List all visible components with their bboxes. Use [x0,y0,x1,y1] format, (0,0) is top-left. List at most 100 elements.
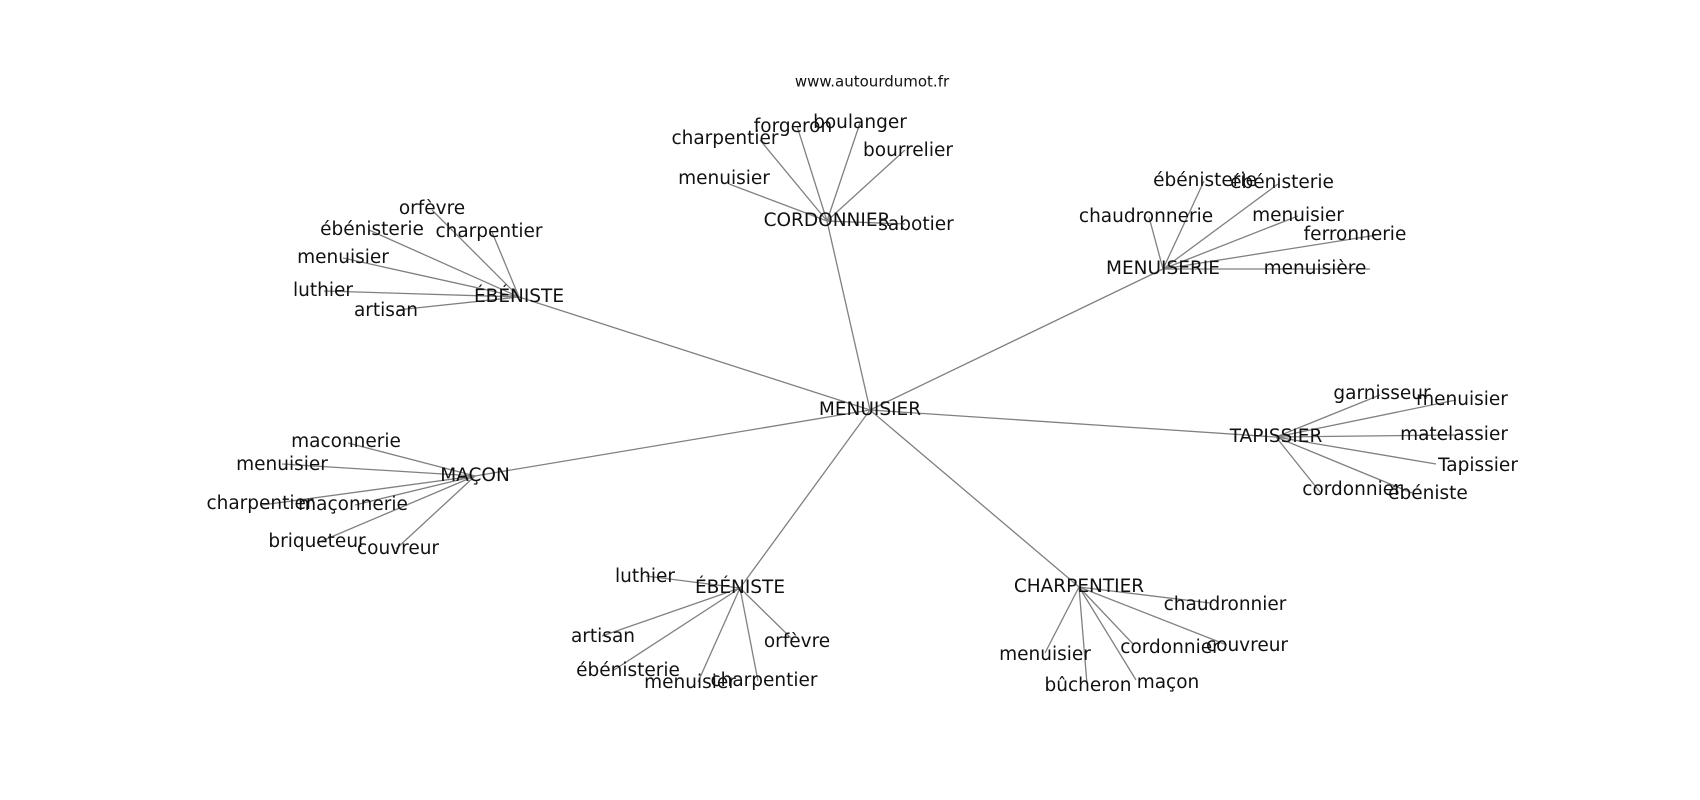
leaf-node-label: garnisseur [1333,383,1431,404]
edge-ebeniste-top-leaf [396,296,520,311]
edge-charpentier-leaf [1078,586,1228,646]
leaf-node-label: ferronnerie [1304,224,1407,245]
leaf-node-label: menuisier [1416,389,1508,410]
edge-menuiserie-leaf [1162,183,1279,270]
leaf-node-label: charpentier [671,128,778,149]
leaf-node-label: menuisier [297,247,389,268]
leaf-node-label: orfèvre [764,631,830,652]
hub-node-macon: MAÇON [440,465,510,486]
edge-tapissier-leaf [1275,436,1321,493]
edge-tapissier-leaf [1275,394,1381,438]
leaf-node-label: chaudronnier [1164,594,1287,615]
leaf-node-label: charpentier [710,670,817,691]
edge-menuiserie-leaf [1162,234,1378,270]
leaf-node-label: boulanger [813,112,907,133]
edge-ebeniste-top-leaf [323,290,520,298]
edge-cordonnier-leaf [728,183,828,222]
edge-macon-leaf [281,463,476,477]
hub-node-menuiserie: MENUISERIE [1106,258,1220,279]
leaf-node-label: artisan [354,300,418,321]
edge-ebeniste-top-leaf [431,209,520,298]
edge-menuiserie-leaf [1162,180,1205,270]
edge-charpentier-leaf [1078,586,1088,685]
leaf-node-label: menuisier [236,454,328,475]
edge-ebeniste-top-leaf [342,257,520,298]
leaf-node-label: menuisier [644,672,736,693]
leaf-node-label: ébénisterie [1153,170,1257,191]
edge-center-macon [474,409,871,477]
leaf-node-label: orfèvre [399,198,465,219]
leaf-node-label: couvreur [357,538,439,559]
leaf-node-label: menuisier [1252,205,1344,226]
edge-charpentier-leaf [1078,586,1211,604]
leaf-node-label: Tapissier [1437,455,1518,476]
edges-layer [261,122,1457,685]
edge-ebeniste-bottom-leaf [645,575,741,589]
edge-ebeniste-top-leaf [368,229,520,298]
hub-node-ebeniste-bottom: ÉBÉNISTE [695,576,785,598]
hub-node-tapissier: TAPISSIER [1229,426,1323,447]
leaf-node-label: artisan [571,626,635,647]
leaf-node-label: charpentier [206,493,313,514]
leaf-node-label: bûcheron [1045,675,1132,696]
edge-ebeniste-bottom-leaf [613,587,741,671]
edge-cordonnier-leaf [826,122,861,222]
edge-center-menuiserie [869,268,1164,411]
edge-center-ebeniste-bottom [739,409,871,589]
leaf-node-label: maconnerie [291,431,401,452]
leaf-node-label: couvreur [1206,635,1288,656]
hub-node-cordonnier: CORDONNIER [764,210,891,231]
edge-ebeniste-bottom-leaf [601,587,741,637]
edge-tapissier-leaf [1275,399,1457,438]
leaf-node-label: menuisier [678,168,770,189]
edge-menuiserie-leaf [1162,215,1299,270]
labels-layer: charpentierforgeronboulangerbourrelierme… [206,112,1518,696]
leaf-node-label: sabotier [878,214,954,235]
edge-ebeniste-bottom-leaf [739,587,759,682]
edge-cordonnier-leaf [826,220,906,225]
edge-macon-leaf [354,475,476,506]
leaf-node-label: luthier [293,280,353,301]
leaf-node-label: cordonnier [1120,637,1220,658]
edge-menuiserie-leaf [1148,216,1164,270]
edge-ebeniste-bottom-leaf [739,587,794,641]
leaf-node-label: menuisier [999,644,1091,665]
leaf-node-label: ébénisterie [320,219,424,240]
edge-cordonnier-leaf [759,139,828,222]
leaf-node-label: luthier [615,566,675,587]
hub-node-charpentier: CHARPENTIER [1014,576,1144,597]
edge-cordonnier-leaf [796,125,828,222]
edge-charpentier-leaf [1078,586,1137,681]
edge-charpentier-leaf [1078,586,1135,646]
edge-center-tapissier [869,409,1277,438]
leaf-node-label: menuisière [1264,258,1367,279]
source-credit: www.autourdumot.fr [795,73,950,91]
edge-cordonnier-leaf [826,149,906,222]
edge-center-charpentier [869,409,1080,588]
edge-center-cordonnier [826,220,871,411]
edge-macon-leaf [316,475,476,544]
edge-macon-leaf [261,475,476,506]
leaf-node-label: chaudronnerie [1079,206,1213,227]
leaf-node-label: maçon [1137,672,1200,693]
leaf-node-label: ébénisterie [576,660,680,681]
leaf-node-label: charpentier [435,221,542,242]
edge-macon-leaf [347,442,476,477]
leaf-node-label: cordonnier [1302,479,1402,500]
edge-macon-leaf [395,475,476,550]
hub-node-ebeniste-top: ÉBÉNISTE [474,285,564,307]
edge-tapissier-leaf [1275,436,1413,494]
edge-center-ebeniste-top [518,296,871,411]
leaf-node-label: matelassier [1400,424,1508,445]
edge-ebeniste-top-leaf [491,231,520,298]
edge-tapissier-leaf [1275,434,1457,438]
leaf-node-label: ébénisterie [1230,172,1334,193]
edge-charpentier-leaf [1044,586,1080,654]
leaf-node-label: maçonnerie [298,494,408,515]
leaf-node-label: briqueteur [268,531,366,552]
leaf-node-label: bourrelier [863,140,953,161]
leaf-node-label: forgeron [754,116,832,137]
leaf-node-label: ébéniste [1388,483,1468,504]
center-node: MENUISIER [819,399,921,420]
